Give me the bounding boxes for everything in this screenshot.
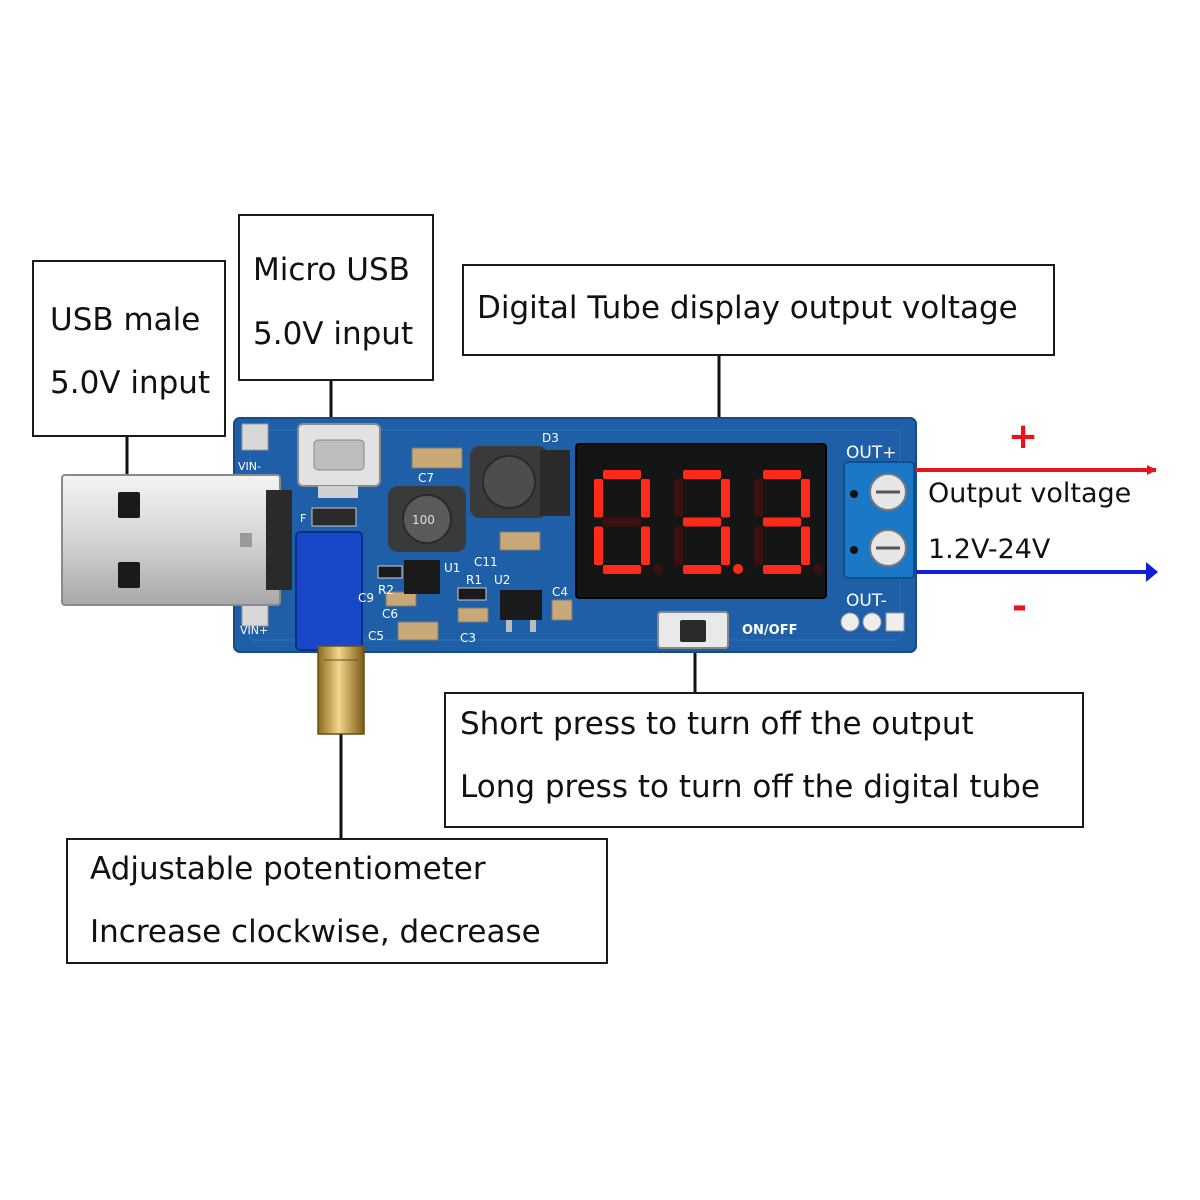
callout-micro-usb-line2: 5.0V input <box>253 316 414 352</box>
cap-c7 <box>411 447 463 469</box>
cap-c6 <box>385 591 417 607</box>
callout-usb-male-line1: USB male <box>50 302 201 338</box>
callout-potentiometer-line1: Adjustable potentiometer <box>90 851 486 887</box>
callout-usb-male-line2: 5.0V input <box>50 365 211 401</box>
callout-display-line1: Digital Tube display output voltage <box>477 290 1018 326</box>
usb-male-plug <box>61 474 292 606</box>
pad-out-2 <box>862 612 882 632</box>
potentiometer <box>295 531 365 735</box>
minus-sign: - <box>1012 586 1027 627</box>
on-off-button <box>657 611 729 649</box>
minus-output-arrow-head <box>1146 562 1158 582</box>
pad-vin-minus <box>241 423 269 451</box>
callout-potentiometer-line2: Increase clockwise, decrease <box>90 914 541 950</box>
callout-button: Short press to turn off the output Long … <box>444 692 1084 828</box>
cap-c3 <box>457 607 489 623</box>
pad-out-1 <box>840 612 860 632</box>
cap-c11 <box>499 531 541 551</box>
ic-u2 <box>500 590 542 620</box>
pad-out-3 <box>885 612 905 632</box>
callout-micro-usb: Micro USB 5.0V input <box>238 214 434 381</box>
res-r1 <box>457 587 487 601</box>
output-terminal-block <box>843 461 915 579</box>
output-voltage-label: Output voltage <box>928 478 1132 509</box>
diode-d3 <box>540 450 570 516</box>
cap-c4 <box>551 599 573 621</box>
callout-potentiometer: Adjustable potentiometer Increase clockw… <box>66 838 608 964</box>
potentiometer-shaft <box>317 645 365 735</box>
callout-display: Digital Tube display output voltage <box>462 264 1055 356</box>
digital-tube-display <box>575 443 827 599</box>
callout-usb-male: USB male 5.0V input <box>32 260 226 437</box>
micro-usb-connector <box>297 423 381 498</box>
plus-sign: + <box>1008 416 1039 457</box>
output-range-label: 1.2V-24V <box>928 534 1051 565</box>
inductor-small <box>388 486 466 552</box>
callout-micro-usb-line1: Micro USB <box>253 252 410 288</box>
inductor-large <box>470 446 548 518</box>
res-r2 <box>377 565 403 579</box>
callout-button-line2: Long press to turn off the digital tube <box>460 769 1040 805</box>
cap-c5 <box>397 621 439 641</box>
callout-button-line1: Short press to turn off the output <box>460 706 974 742</box>
ic-u1 <box>404 560 440 594</box>
